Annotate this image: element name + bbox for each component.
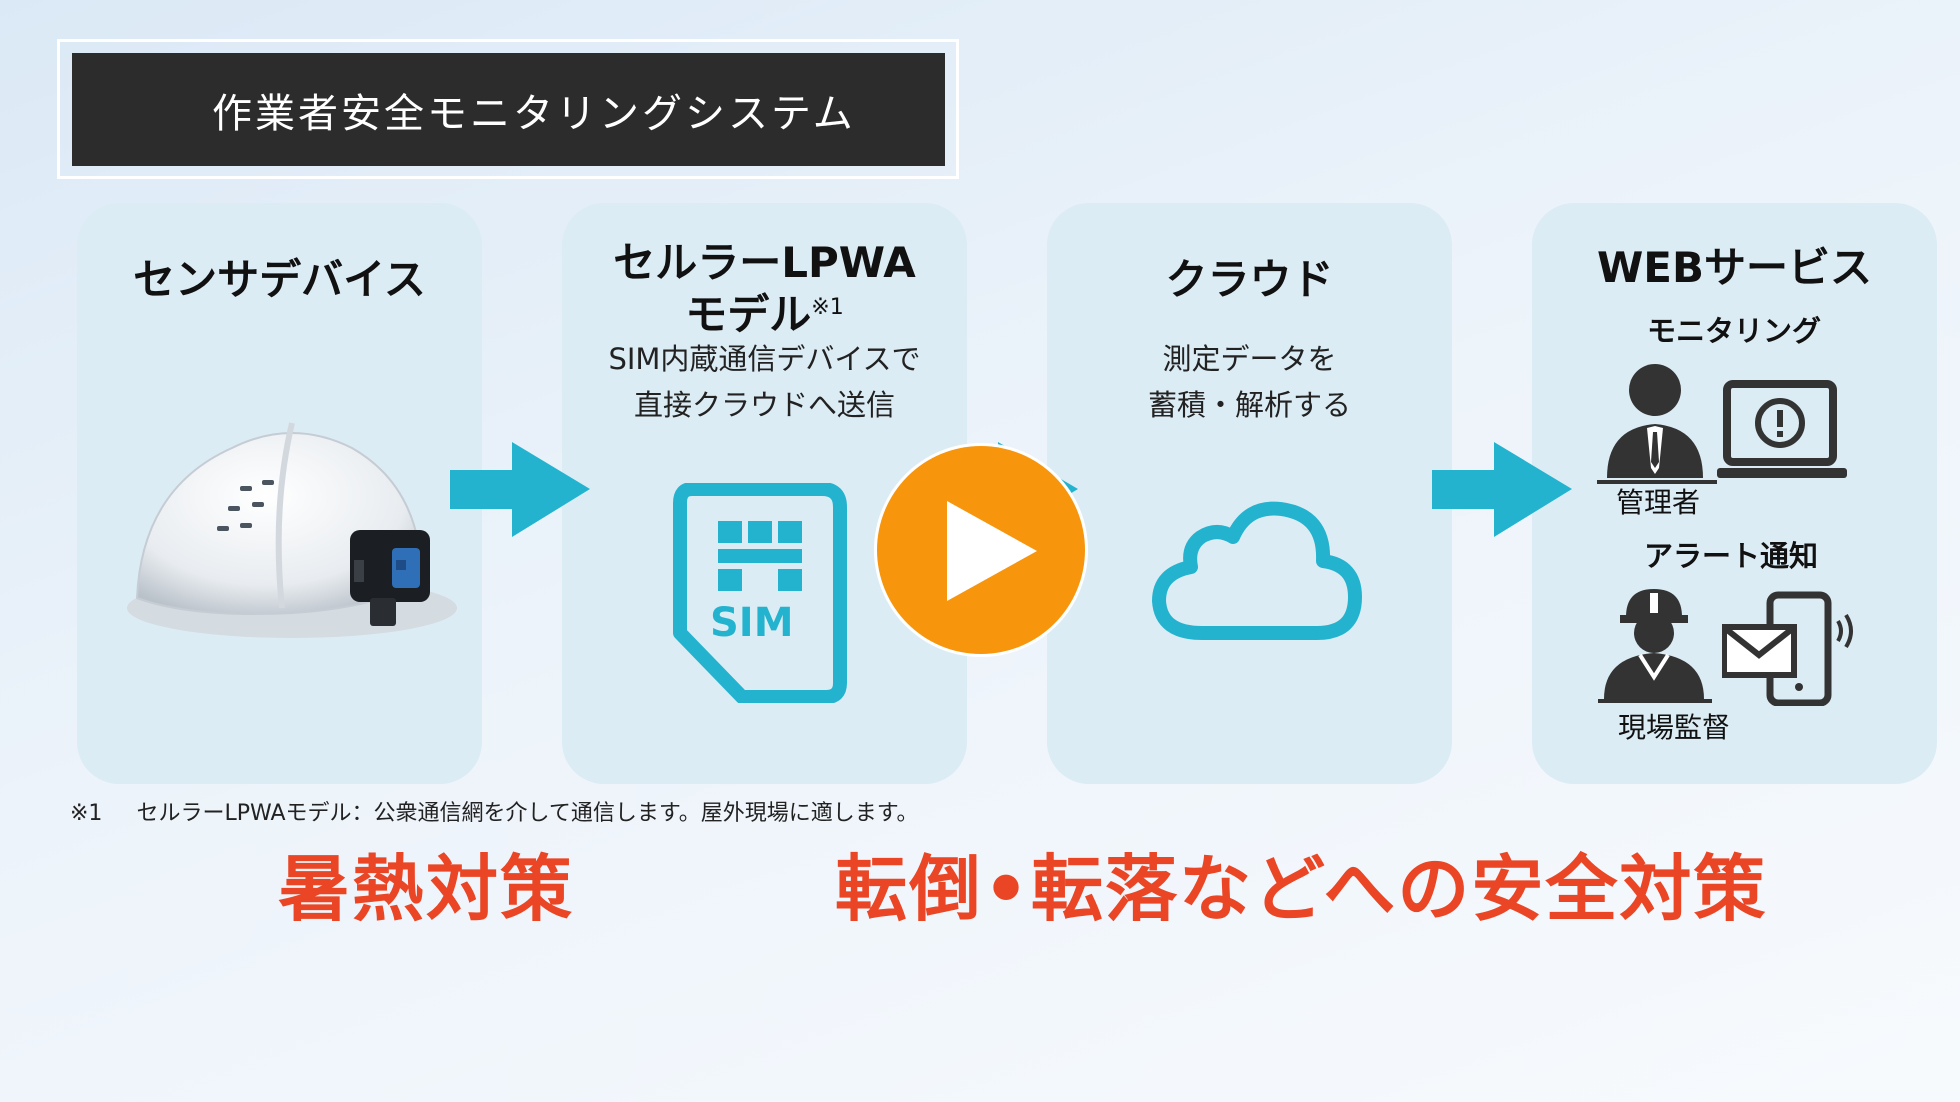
arrow-right-icon bbox=[450, 442, 590, 537]
card-desc-lpwa-line2: 直接クラウドへ送信 bbox=[633, 388, 895, 422]
highlight-heat: 暑熱対策 bbox=[278, 847, 575, 931]
card-desc-lpwa-line1: SIM内蔵通信デバイスで bbox=[608, 342, 921, 376]
card-web-service: WEBサービス モニタリング 管理者 アラート通知 現場監督 bbox=[1532, 203, 1937, 784]
footnote-mark: ※1 bbox=[70, 801, 103, 826]
cloud-icon bbox=[1152, 501, 1362, 640]
helmet-sensor-icon bbox=[127, 422, 457, 638]
note-mark: ※1 bbox=[811, 295, 844, 320]
card-title-web: WEBサービス bbox=[1596, 243, 1873, 292]
manager-label: 管理者 bbox=[1616, 486, 1701, 519]
arrow-right-icon bbox=[1432, 442, 1572, 537]
card-title-lpwa-line1: セルラーLPWA bbox=[613, 238, 916, 287]
sim-card-icon bbox=[673, 483, 847, 703]
card-desc-cloud-line2: 蓄積・解析する bbox=[1147, 388, 1351, 422]
highlight-fall-safety: 転倒•転落などへの安全対策 bbox=[835, 847, 1768, 931]
card-title-cloud: クラウド bbox=[1165, 255, 1334, 304]
title-frame bbox=[57, 39, 959, 179]
footnote-text: セルラーLPWAモデル：公衆通信網を介して通信します。屋外現場に適します。 bbox=[136, 801, 919, 826]
footnote: ※1 セルラーLPWAモデル：公衆通信網を介して通信します。屋外現場に適します。 bbox=[70, 795, 919, 827]
card-cloud: クラウド 測定データを 蓄積・解析する bbox=[1047, 203, 1452, 784]
card-sensor-device: センサデバイス bbox=[77, 203, 482, 784]
laptop-alert-icon bbox=[1717, 380, 1847, 478]
monitoring-label: モニタリング bbox=[1647, 314, 1822, 348]
play-icon bbox=[947, 501, 1037, 601]
smartphone-mail-icon bbox=[1722, 591, 1853, 706]
sim-label: SIM bbox=[710, 600, 794, 646]
card-desc-cloud-line1: 測定データを bbox=[1162, 342, 1337, 376]
card-title-sensor: センサデバイス bbox=[133, 255, 426, 304]
card-title-lpwa-line2: モデル bbox=[685, 290, 812, 339]
alert-label: アラート通知 bbox=[1644, 539, 1819, 573]
page-title: 作業者安全モニタリングシステム bbox=[72, 53, 945, 166]
page-title-text: 作業者安全モニタリングシステム bbox=[212, 90, 856, 137]
supervisor-label: 現場監督 bbox=[1618, 711, 1731, 744]
supervisor-icon bbox=[1598, 589, 1712, 703]
card-title-lpwa-line2-wrap: モデル※1 bbox=[562, 283, 967, 340]
manager-icon bbox=[1597, 364, 1717, 484]
play-button[interactable] bbox=[877, 446, 1085, 654]
